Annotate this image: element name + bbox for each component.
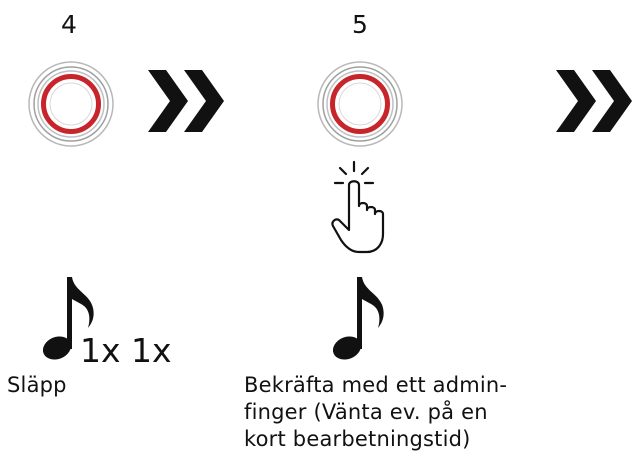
step-4-number: 4 (61, 10, 77, 39)
note-icon (332, 277, 384, 360)
double-chevron-right-icon (148, 70, 224, 132)
step-5-caption: Bekräfta med ett admin- finger (Vänta ev… (244, 373, 508, 451)
step-4-caption: Släpp (7, 373, 67, 397)
fingerprint-sensor-icon (28, 61, 114, 147)
repeat-count-label: 1x 1x (80, 331, 172, 370)
double-chevron-right-icon (556, 70, 632, 132)
finger-touch-icon (331, 160, 385, 254)
fingerprint-sensor-icon (317, 61, 403, 147)
note-icon (42, 277, 94, 360)
step-5-number: 5 (352, 10, 368, 39)
